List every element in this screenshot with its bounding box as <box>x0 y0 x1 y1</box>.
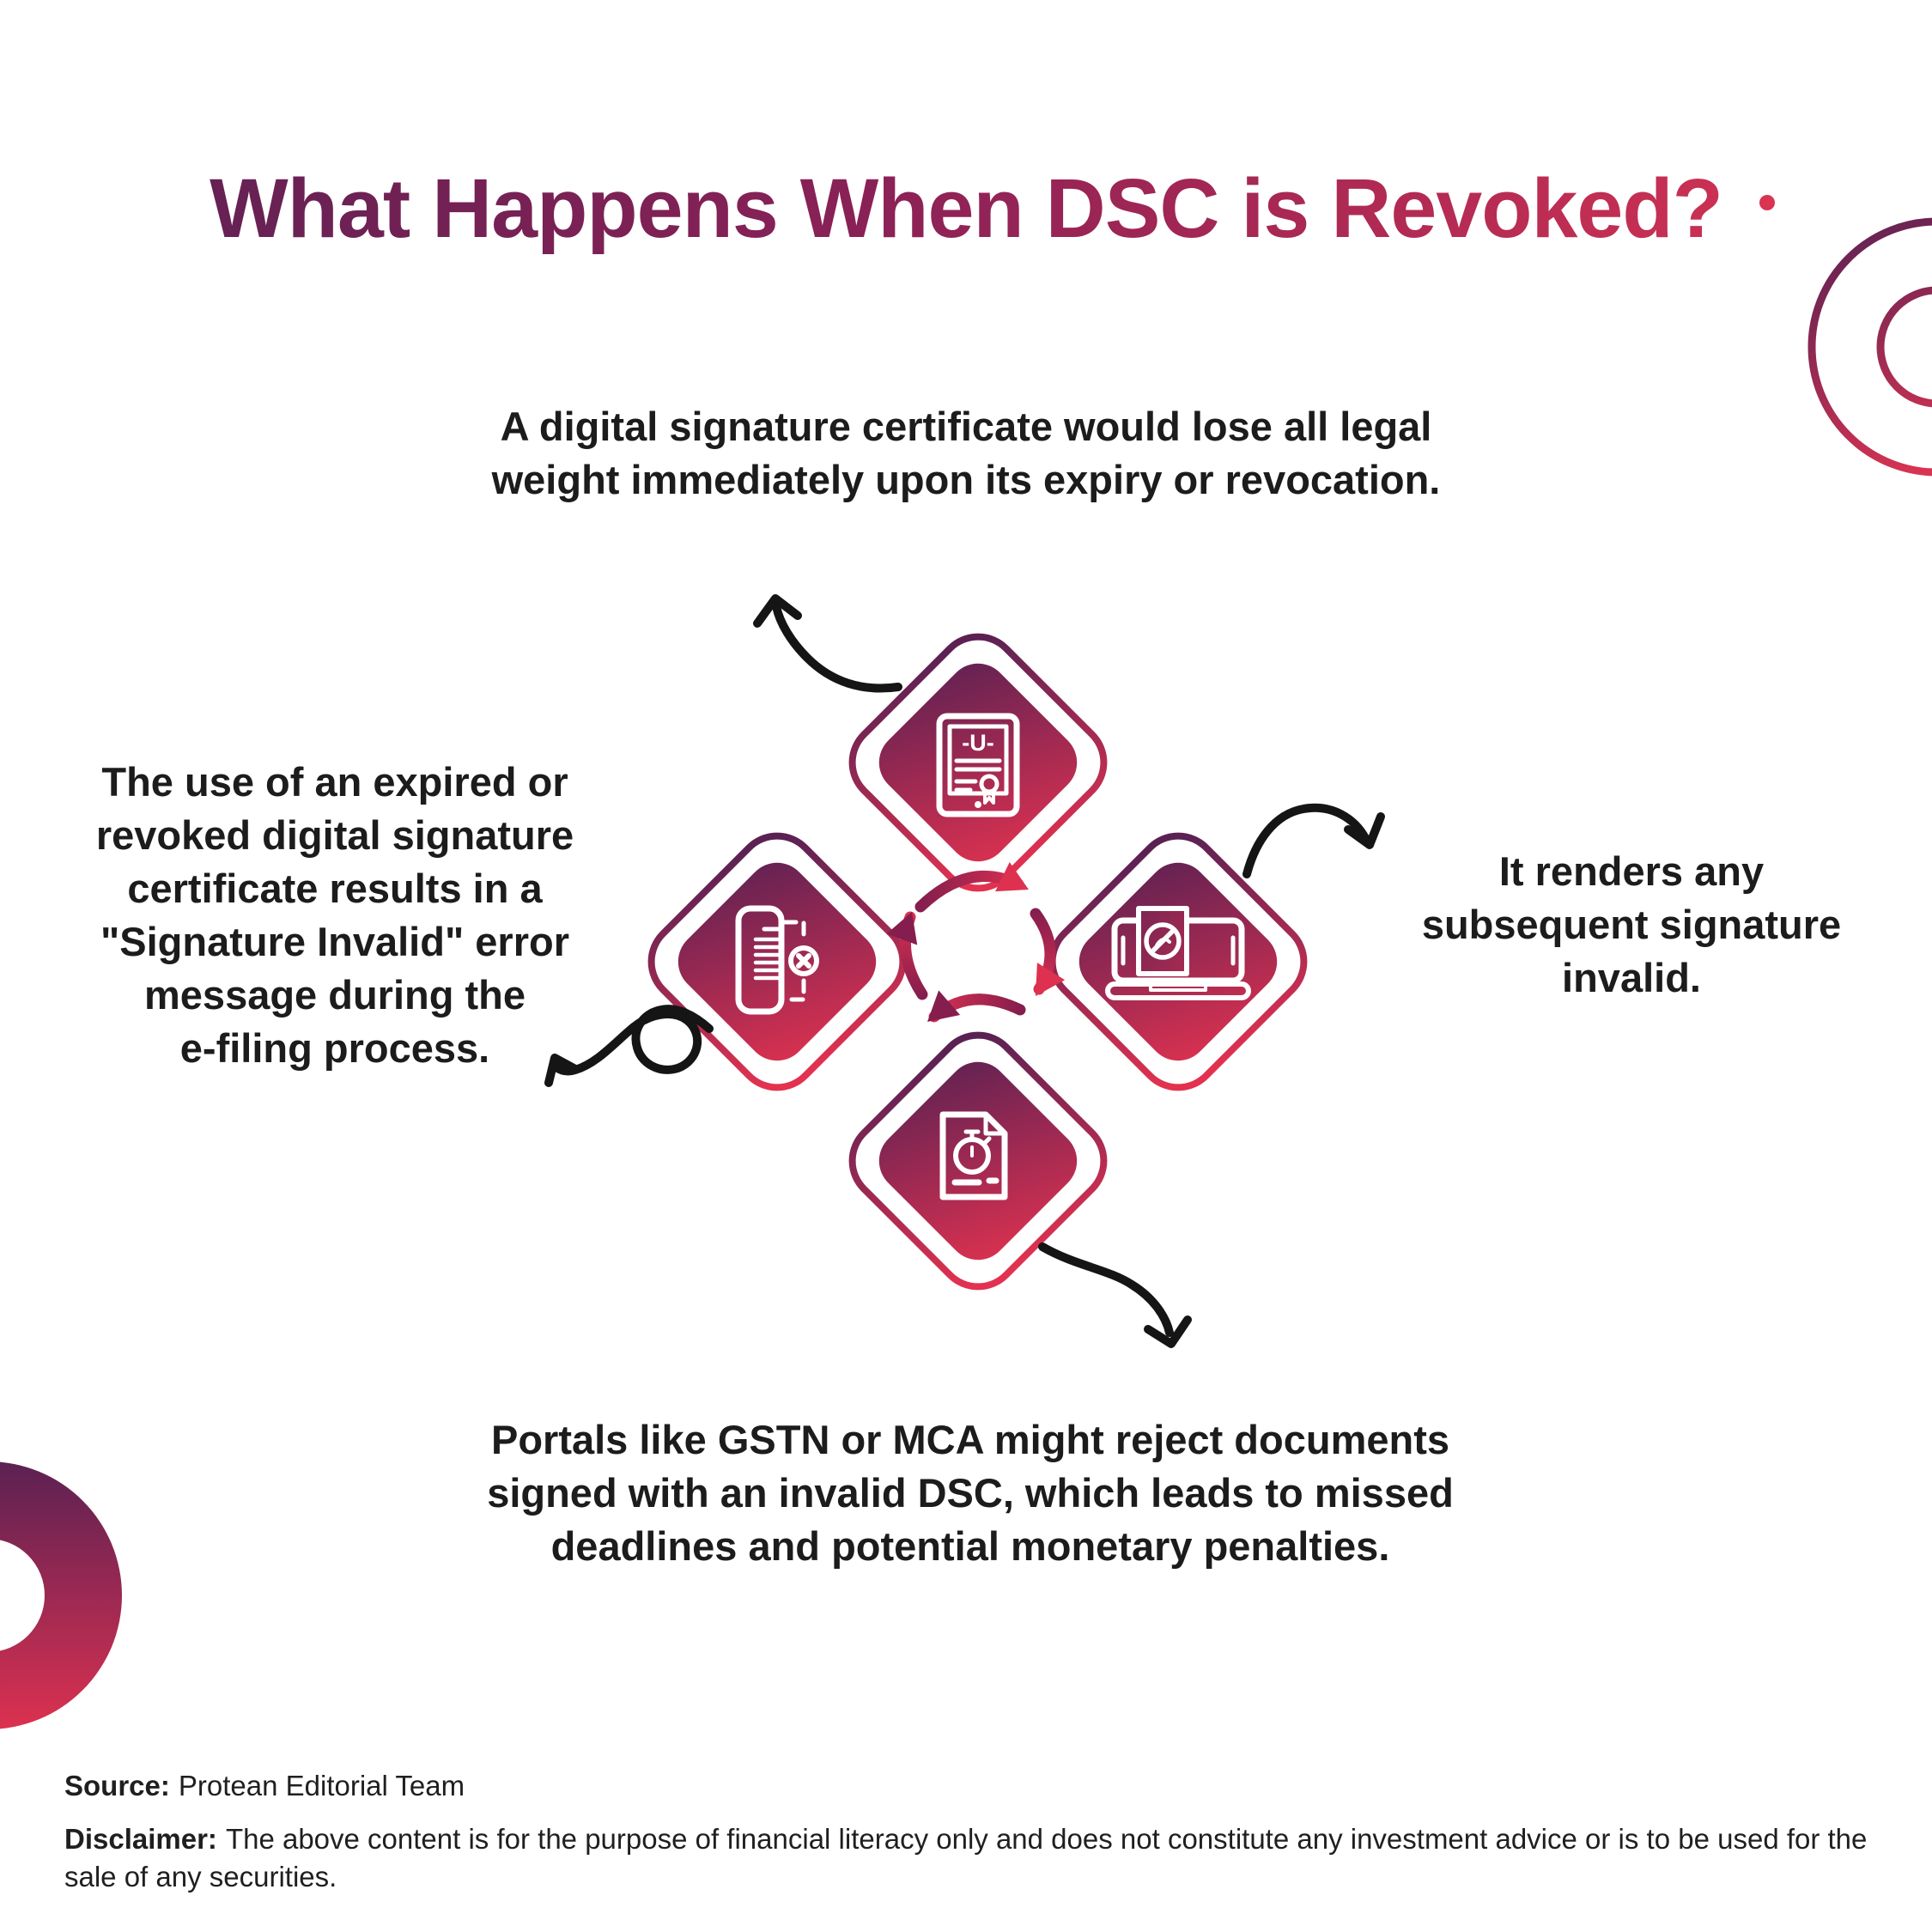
footer-source: Source: Protean Editorial Team <box>64 1767 1893 1805</box>
cycle-arrow-bottom <box>927 990 1026 1023</box>
cycle-arrow-top <box>914 862 1029 913</box>
doodle-arrow-left-loop <box>544 1005 714 1087</box>
callout-right: It renders any subsequent signature inva… <box>1421 848 1842 1001</box>
node-outline-left <box>647 832 907 1091</box>
source-text: Protean Editorial Team <box>178 1770 465 1801</box>
deadline-document-icon <box>939 1111 1008 1200</box>
arrowhead <box>753 594 802 628</box>
arrowhead <box>1344 812 1385 849</box>
arrowhead <box>1144 1315 1192 1348</box>
cycle-arrow-left <box>886 911 928 1000</box>
certificate-glyph: -U- <box>962 730 993 756</box>
disclaimer-text: The above content is for the purpose of … <box>64 1823 1868 1893</box>
rejected-document-icon <box>735 905 819 1015</box>
decor-donut-bottom-left <box>0 1461 122 1729</box>
node-outline-right <box>1048 832 1308 1091</box>
doodle-arrow-top-left <box>753 594 902 693</box>
node-outline-bottom <box>848 1031 1108 1291</box>
disclaimer-label: Disclaimer: <box>64 1823 217 1855</box>
footer-disclaimer: Disclaimer:The above content is for the … <box>64 1820 1893 1896</box>
node-outline-top <box>848 633 1108 892</box>
doodle-arrow-bottom-right <box>1038 1242 1192 1348</box>
callout-bottom: Portals like GSTN or MCA might reject do… <box>487 1417 1454 1570</box>
decor-ring-top-right <box>1759 195 1932 477</box>
doodle-arrow-right <box>1242 803 1385 878</box>
decor-dot <box>1759 195 1775 210</box>
callout-left: The use of an expired or revoked digital… <box>95 759 574 1072</box>
source-label: Source: <box>64 1770 170 1801</box>
laptop-invalid-signature-icon <box>1105 906 1251 1000</box>
certificate-tablet-icon: -U- <box>936 713 1020 817</box>
diagram: -U- <box>544 594 1385 1348</box>
node-bottom <box>878 1061 1078 1261</box>
page-title: What Happens When DSC is Revoked? <box>0 161 1932 257</box>
arrowhead <box>544 1054 580 1087</box>
callout-top: A digital signature certificate would lo… <box>491 404 1441 503</box>
cycle-arrow-right <box>1030 908 1066 996</box>
x-mark <box>796 953 811 969</box>
